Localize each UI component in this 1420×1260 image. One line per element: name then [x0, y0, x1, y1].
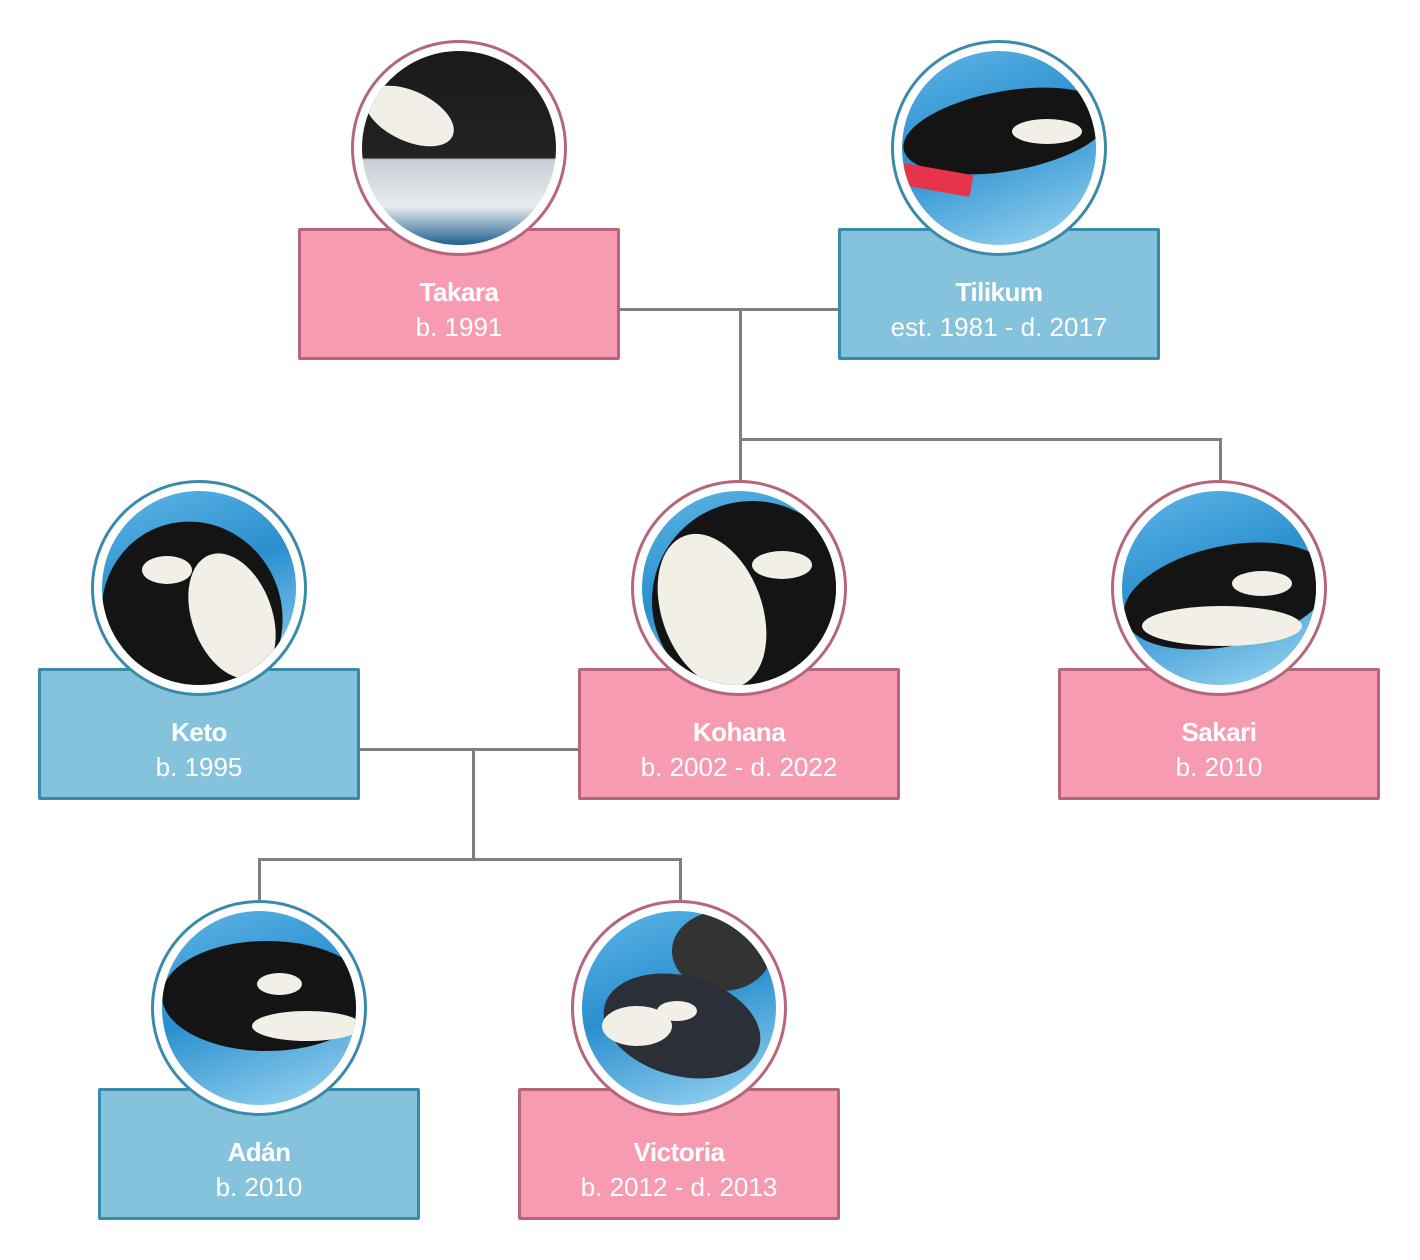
node-dates: b. 2010: [1175, 752, 1263, 782]
photo-takara: [351, 40, 567, 256]
node-dates: b. 2002 - d. 2022: [640, 752, 838, 782]
node-sakari[interactable]: Sakari b. 2010: [1058, 668, 1380, 800]
node-dates: est. 1981 - d. 2017: [890, 312, 1108, 342]
connector-keto-kohana-down: [472, 748, 475, 860]
connector-to-victoria: [679, 858, 682, 900]
photo-kohana: [631, 480, 847, 696]
connector-to-adan: [258, 858, 261, 900]
node-name: Victoria: [633, 1137, 725, 1167]
node-name: Sakari: [1181, 717, 1257, 747]
node-dates: b. 1995: [155, 752, 243, 782]
photo-sakari: [1111, 480, 1327, 696]
node-dates: b. 2012 - d. 2013: [580, 1172, 778, 1202]
connector-parents-down: [739, 308, 742, 480]
connector-keto-kohana: [360, 748, 580, 751]
photo-keto: [91, 480, 307, 696]
node-name: Tilikum: [955, 277, 1043, 307]
connector-takara-tilikum: [620, 308, 840, 311]
node-name: Keto: [171, 717, 227, 747]
node-dates: b. 1991: [415, 312, 503, 342]
connector-siblings-bar: [739, 438, 1222, 441]
node-name: Adán: [227, 1137, 292, 1167]
photo-victoria: [571, 900, 787, 1116]
photo-adan: [151, 900, 367, 1116]
connector-to-sakari: [1219, 438, 1222, 480]
node-dates: b. 2010: [215, 1172, 303, 1202]
photo-tilikum: [891, 40, 1107, 256]
node-name: Takara: [419, 277, 499, 307]
connector-children-bar: [258, 858, 682, 861]
node-name: Kohana: [692, 717, 786, 747]
